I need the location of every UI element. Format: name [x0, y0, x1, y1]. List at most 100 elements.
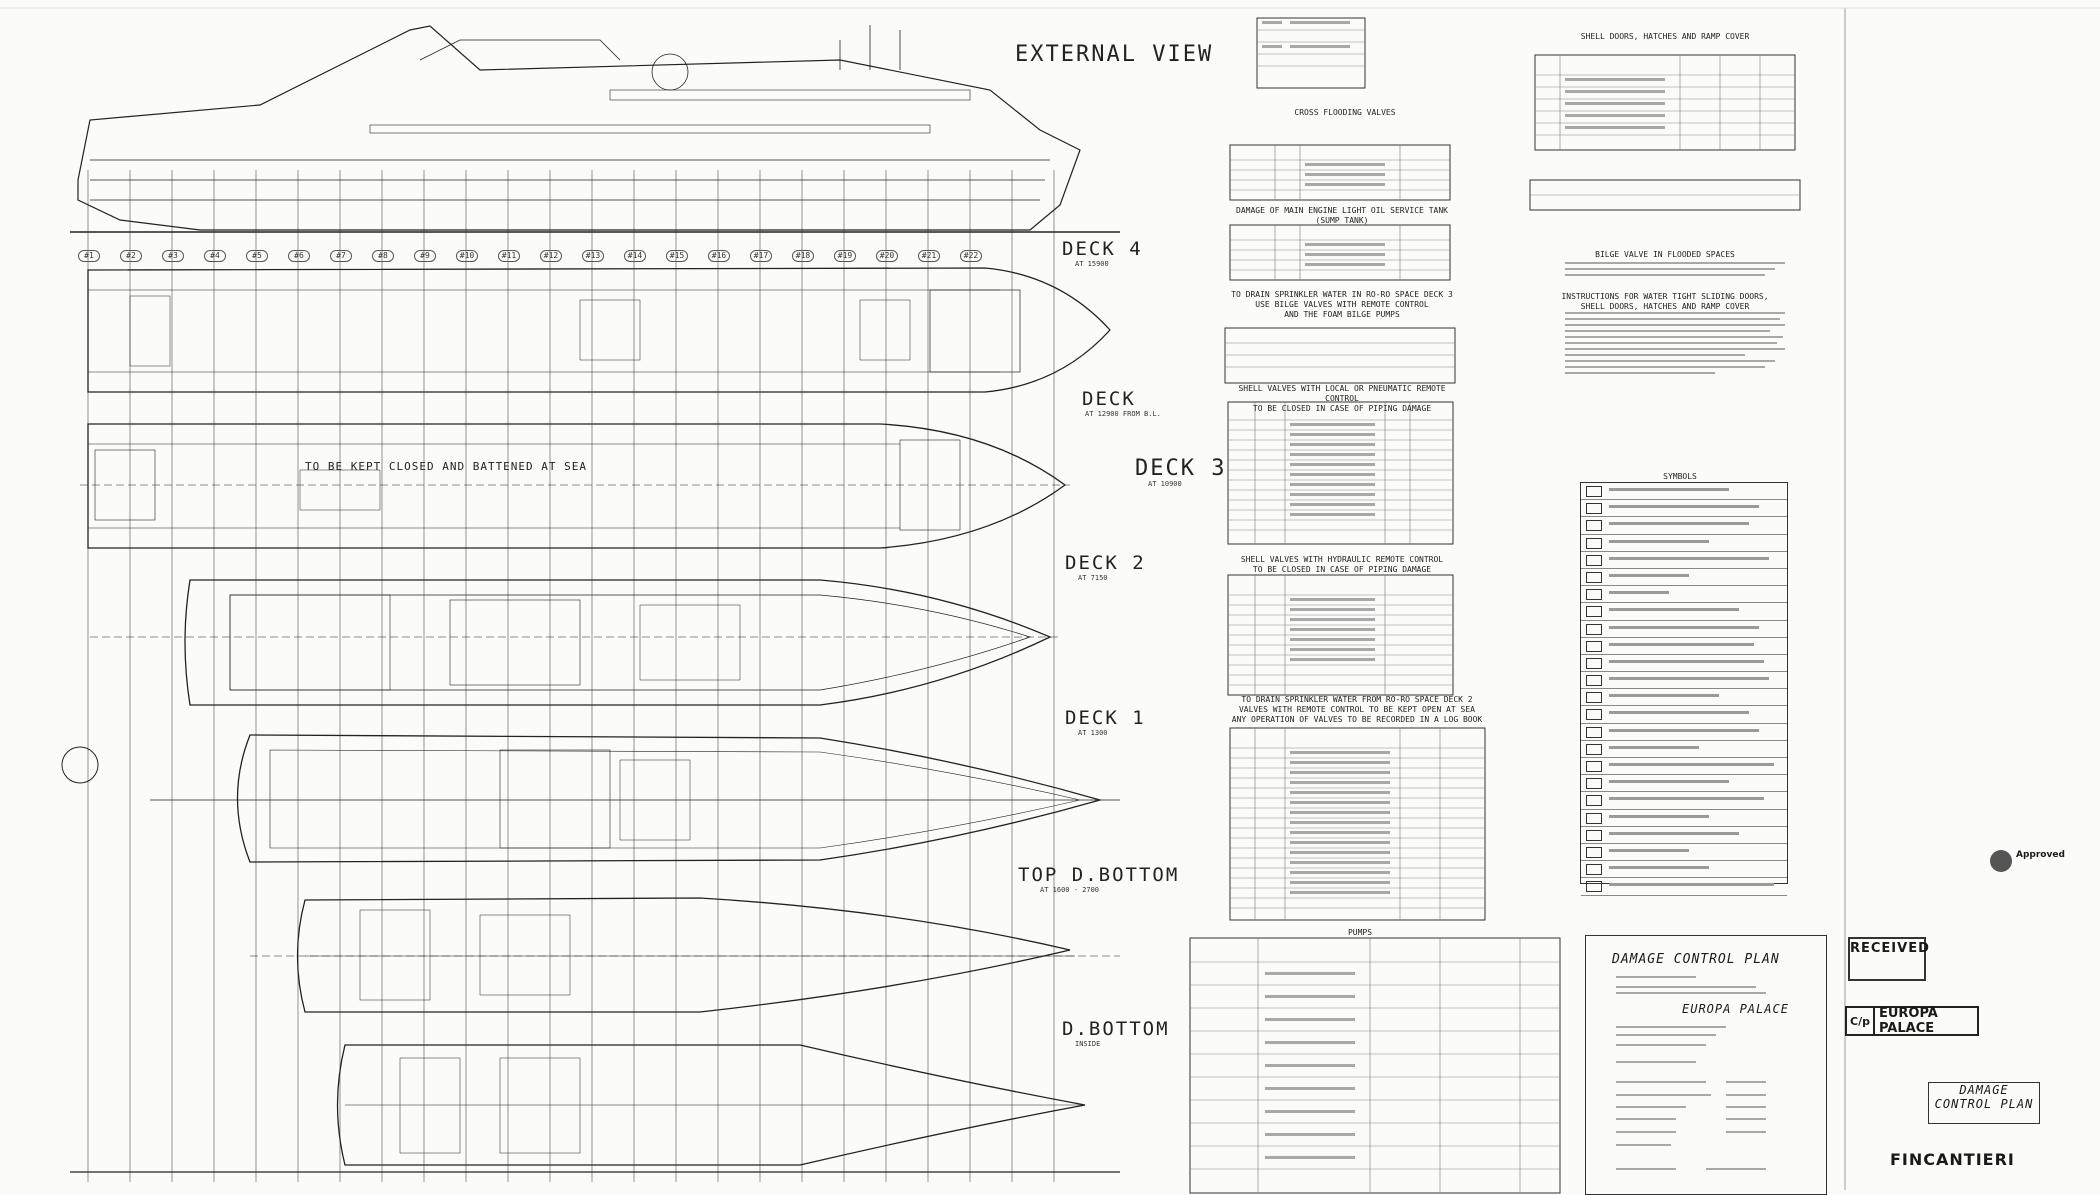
deck1-label: DECK 1	[1065, 707, 1146, 729]
battened-note: TO BE KEPT CLOSED AND BATTENED AT SEA	[305, 460, 588, 473]
sounding-icon	[1586, 692, 1602, 704]
fuel-damage-title: DAMAGE OF MAIN ENGINE LIGHT OIL SERVICE …	[1236, 206, 1448, 225]
tables-rows	[1190, 29, 1800, 1170]
symbol-row	[1581, 483, 1787, 501]
tables-columns	[1254, 55, 1761, 1193]
top-double-bottom-label: TOP D.BOTTOM	[1018, 864, 1180, 886]
symbol-row	[1581, 655, 1787, 673]
deck-label: DECK	[1082, 388, 1136, 410]
symbol-row	[1581, 621, 1787, 638]
frame-number: #3	[162, 250, 184, 262]
frame-number: #5	[246, 250, 268, 262]
symbol-row	[1581, 878, 1787, 896]
symbol-row	[1581, 724, 1787, 741]
symbol-row	[1581, 741, 1787, 758]
frame-number: #10	[456, 250, 478, 262]
received-label: RECEIVED	[1850, 941, 1930, 956]
emergency-door-icon	[1586, 520, 1602, 532]
drawing-title: DAMAGE CONTROL PLAN	[1612, 952, 1780, 967]
fire-door-icon	[1586, 503, 1602, 515]
top-double-bottom-plan	[250, 897, 1120, 1013]
symbol-description	[1609, 814, 1709, 818]
frame-number: #12	[540, 250, 562, 262]
symbol-description	[1609, 728, 1759, 732]
frame-number: #15	[666, 250, 688, 262]
non-return-valve-icon	[1586, 726, 1602, 738]
symbol-description	[1609, 659, 1764, 663]
symbol-description	[1609, 505, 1759, 509]
symbol-description	[1609, 556, 1769, 560]
symbol-description	[1609, 745, 1699, 749]
drawing-title-box: DAMAGE CONTROL PLAN	[1928, 1082, 2040, 1124]
symbol-description	[1609, 711, 1749, 715]
symbol-row	[1581, 535, 1787, 552]
symbol-row	[1581, 792, 1787, 810]
shell-valves-title: SHELL VALVES WITH LOCAL OR PNEUMATIC REM…	[1238, 384, 1446, 413]
instructions-title: INSTRUCTIONS FOR WATER TIGHT SLIDING DOO…	[1561, 292, 1769, 311]
frame-number: #13	[582, 250, 604, 262]
ramp-cover-icon	[1586, 554, 1602, 566]
indicator-icon	[1586, 675, 1602, 687]
vent-icon	[1586, 709, 1602, 721]
ship-name: EUROPA PALACE	[1682, 1002, 1789, 1016]
manual-valve-icon	[1586, 606, 1602, 618]
symbol-description	[1609, 677, 1769, 681]
frame-number: #19	[834, 250, 856, 262]
symbol-row	[1581, 603, 1787, 621]
symbol-description	[1609, 642, 1754, 646]
symbol-description	[1609, 488, 1729, 491]
stamp-prefix: C/p	[1847, 1008, 1875, 1034]
symbol-row	[1581, 706, 1787, 724]
sluice-valve-icon	[1586, 795, 1602, 807]
deck3-label: DECK 3	[1135, 456, 1227, 481]
symbol-description	[1609, 883, 1774, 887]
symbol-description	[1609, 591, 1669, 595]
bilge-valve-icon	[1586, 589, 1602, 601]
emergency-generator-icon	[1586, 846, 1602, 858]
frame-number: #16	[708, 250, 730, 262]
pump-icon	[1586, 743, 1602, 755]
approved-label: Approved	[2016, 850, 2065, 860]
hand-pump-icon	[1586, 864, 1602, 876]
deck2-plan	[90, 579, 1060, 706]
frame-number: #21	[918, 250, 940, 262]
frame-number: #20	[876, 250, 898, 262]
deck4-plan	[87, 267, 1111, 393]
table-text-bars	[1262, 21, 1785, 1159]
received-stamp: RECEIVED	[1848, 937, 1930, 981]
deck-sublabel: AT 12900 FROM B.L.	[1085, 410, 1161, 418]
symbol-description	[1609, 625, 1759, 629]
external-profile	[70, 25, 1120, 233]
drain-sprinkler-deck2-title: TO DRAIN SPRINKLER WATER FROM RO-RO SPAC…	[1231, 695, 1483, 724]
frame-number: #7	[330, 250, 352, 262]
frame-number: #14	[624, 250, 646, 262]
deck-plan	[80, 423, 1070, 549]
foam-icon	[1586, 812, 1602, 824]
drain-sprinkler-deck3-title: TO DRAIN SPRINKLER WATER IN RO-RO SPACE …	[1231, 290, 1453, 319]
symbol-description	[1609, 573, 1689, 577]
deck4-label: DECK 4	[1062, 238, 1143, 260]
double-bottom-label: D.BOTTOM	[1062, 1018, 1170, 1040]
frame-number: #17	[750, 250, 772, 262]
deck3-sublabel: AT 10900	[1148, 480, 1182, 488]
frame-number: #9	[414, 250, 436, 262]
symbol-row	[1581, 672, 1787, 690]
symbol-description	[1609, 763, 1774, 766]
bilge-flooded-title: BILGE VALVE IN FLOODED SPACES	[1595, 250, 1735, 259]
deck2-label: DECK 2	[1065, 552, 1146, 574]
symbol-row	[1581, 844, 1787, 862]
frame-number: #11	[498, 250, 520, 262]
symbol-description	[1609, 522, 1749, 526]
symbols-title: SYMBOLS	[1663, 472, 1697, 481]
tank-icon	[1586, 778, 1602, 790]
frame-number: #8	[372, 250, 394, 262]
shell-door-icon	[1586, 537, 1602, 549]
deck4-sublabel: AT 15900	[1075, 260, 1109, 268]
symbols-legend	[1580, 482, 1788, 896]
symbol-row	[1581, 638, 1787, 655]
drawing-title-box-text: DAMAGE CONTROL PLAN	[1934, 1083, 2034, 1111]
symbol-description	[1609, 797, 1764, 801]
ship-name-stamp: C/p EUROPA PALACE	[1845, 1006, 1979, 1036]
damage-locker-icon	[1586, 881, 1602, 893]
